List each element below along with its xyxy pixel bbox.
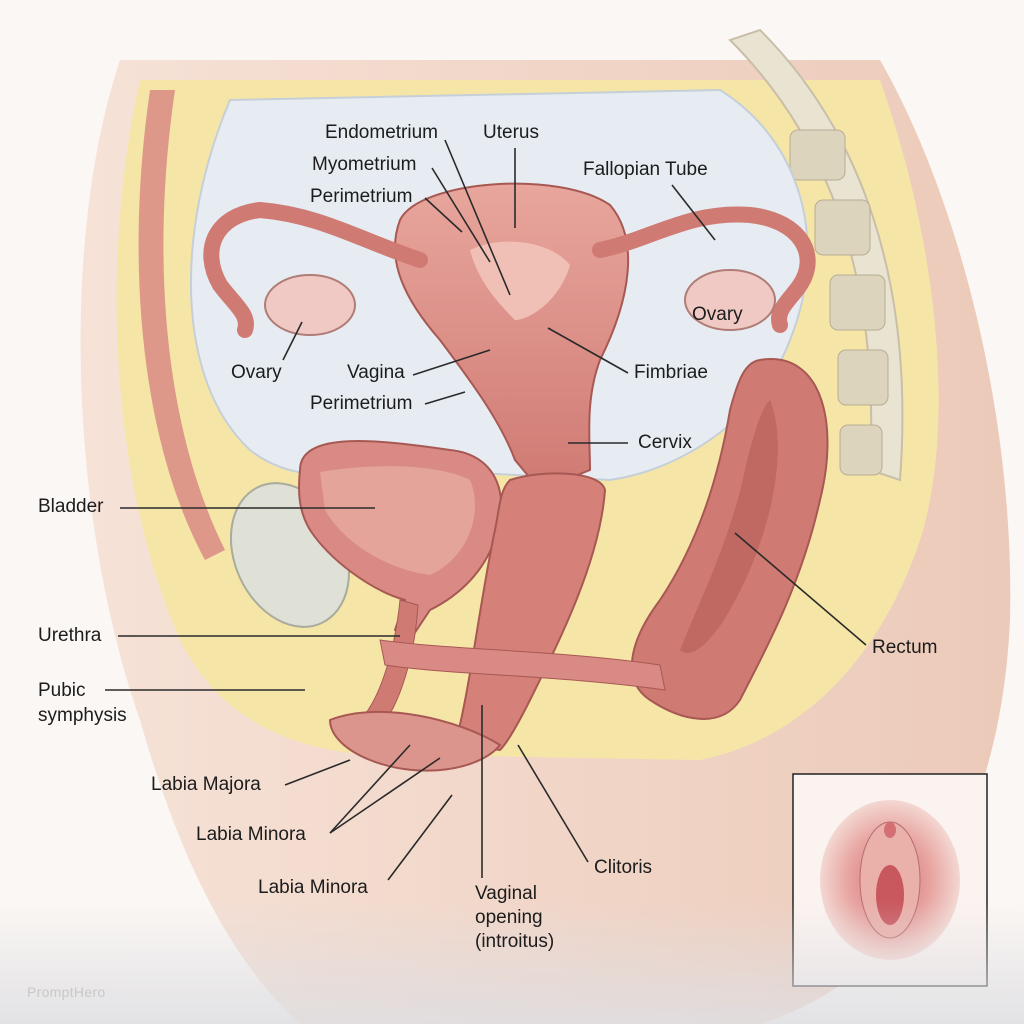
uterus-shape	[394, 182, 630, 492]
bottom-fade	[0, 900, 1024, 1024]
label-perimetrium-mid: Perimetrium	[310, 393, 413, 414]
label-urethra: Urethra	[38, 625, 102, 646]
perineal-muscle	[379, 639, 666, 691]
label-labia-minora-2: Labia Minora	[258, 877, 368, 898]
label-myometrium: Myometrium	[312, 154, 417, 175]
label-bladder: Bladder	[38, 496, 104, 517]
ovary-left-shape	[264, 274, 356, 336]
label-vaginal-line3: (introitus)	[475, 931, 555, 952]
fallopian-tube-right	[592, 206, 816, 333]
label-cervix: Cervix	[638, 432, 692, 453]
label-ovary-right: Ovary	[692, 304, 743, 325]
label-rectum: Rectum	[872, 637, 938, 658]
label-fallopian-tube: Fallopian Tube	[583, 159, 708, 180]
label-endometrium: Endometrium	[325, 122, 438, 143]
labia-shape	[328, 710, 502, 772]
label-perimetrium-top: Perimetrium	[310, 186, 413, 207]
ovary-right-shape	[684, 269, 776, 331]
label-pubic-line1: Pubic	[38, 680, 86, 701]
label-fimbriae: Fimbriae	[634, 362, 708, 383]
label-vagina: Vagina	[347, 362, 405, 383]
label-pubic-line2: symphysis	[38, 705, 127, 726]
label-clitoris: Clitoris	[594, 857, 653, 878]
spine	[728, 28, 904, 482]
abdominal-wall	[138, 90, 225, 560]
leader-lines	[105, 139, 867, 881]
label-vaginal-line2: opening	[475, 907, 543, 928]
label-vaginal-line1: Vaginal	[475, 883, 537, 904]
fallopian-tube-left	[203, 201, 428, 338]
label-labia-majora: Labia Majora	[151, 774, 261, 795]
label-uterus: Uterus	[483, 122, 539, 143]
label-ovary-left: Ovary	[231, 362, 282, 383]
label-labia-minora-1: Labia Minora	[196, 824, 306, 845]
watermark: PromptHero	[27, 984, 106, 1000]
vaginal-canal	[453, 472, 607, 752]
